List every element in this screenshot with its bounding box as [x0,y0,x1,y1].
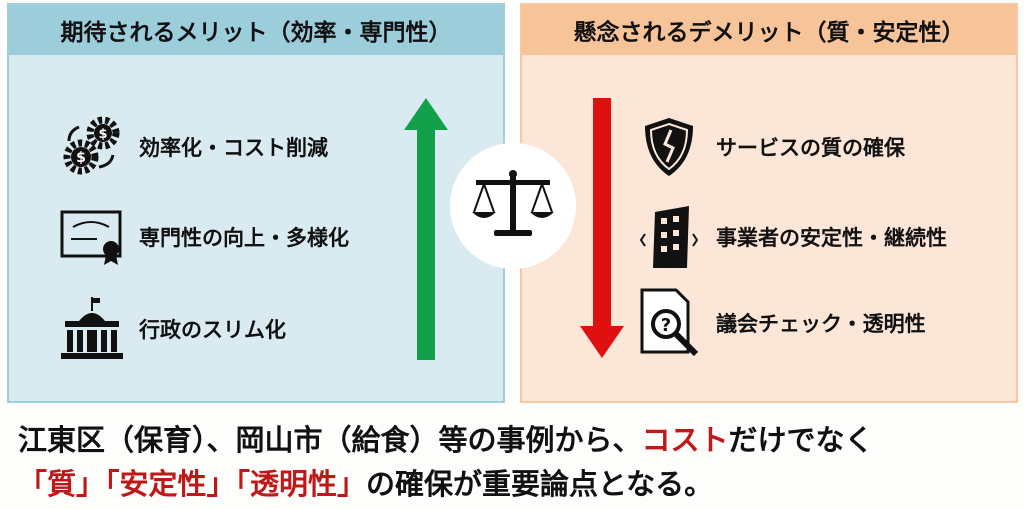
footer-text: 江東区（保育）、岡山市（給食）等の事例から、 [18,423,642,457]
merit-label: 効率化・コスト削減 [139,136,328,160]
demerit-label: 事業者の安定性・継続性 [716,226,947,250]
document-magnifier-icon: ? [634,288,704,357]
svg-text:$: $ [98,127,107,142]
footer-highlight: コスト [641,423,729,457]
balance-scale-icon [472,170,554,236]
footer-highlight: 「質」「安定性」「透明性」 [18,467,367,501]
gears-dollar-icon: $$ [57,115,127,179]
shaking-building-icon [634,205,704,269]
demerit-item: サービスの質の確保 [634,115,905,179]
footer-text: の確保が重要論点となる。 [366,467,714,501]
svg-text:?: ? [661,315,671,336]
demerit-item: ? 議会チェック・透明性 [634,288,926,357]
certificate-icon [57,205,127,269]
merit-label: 行政のスリム化 [139,318,286,342]
svg-text:$: $ [76,150,86,166]
merit-item: 行政のスリム化 [57,297,286,361]
demerit-label: サービスの質の確保 [716,136,905,160]
merits-title: 期待されるメリット（効率・専門性） [9,5,503,55]
red-down-arrow [580,98,624,358]
government-building-icon [57,297,127,361]
balance-scale-badge [450,143,576,269]
broken-shield-icon [634,115,704,179]
conclusion-text: 江東区（保育）、岡山市（給食）等の事例から、コストだけでなく 「質」「安定性」「… [18,418,874,506]
merit-item: $$ 効率化・コスト削減 [57,115,328,179]
merit-label: 専門性の向上・多様化 [139,226,349,250]
demerit-item: 事業者の安定性・継続性 [634,205,947,269]
green-up-arrow [404,98,448,360]
merit-item: 専門性の向上・多様化 [57,205,349,269]
demerit-label: 議会チェック・透明性 [716,312,926,336]
demerits-title: 懸念されるデメリット（質・安定性） [522,5,1016,55]
footer-text: だけでなく [728,423,874,457]
